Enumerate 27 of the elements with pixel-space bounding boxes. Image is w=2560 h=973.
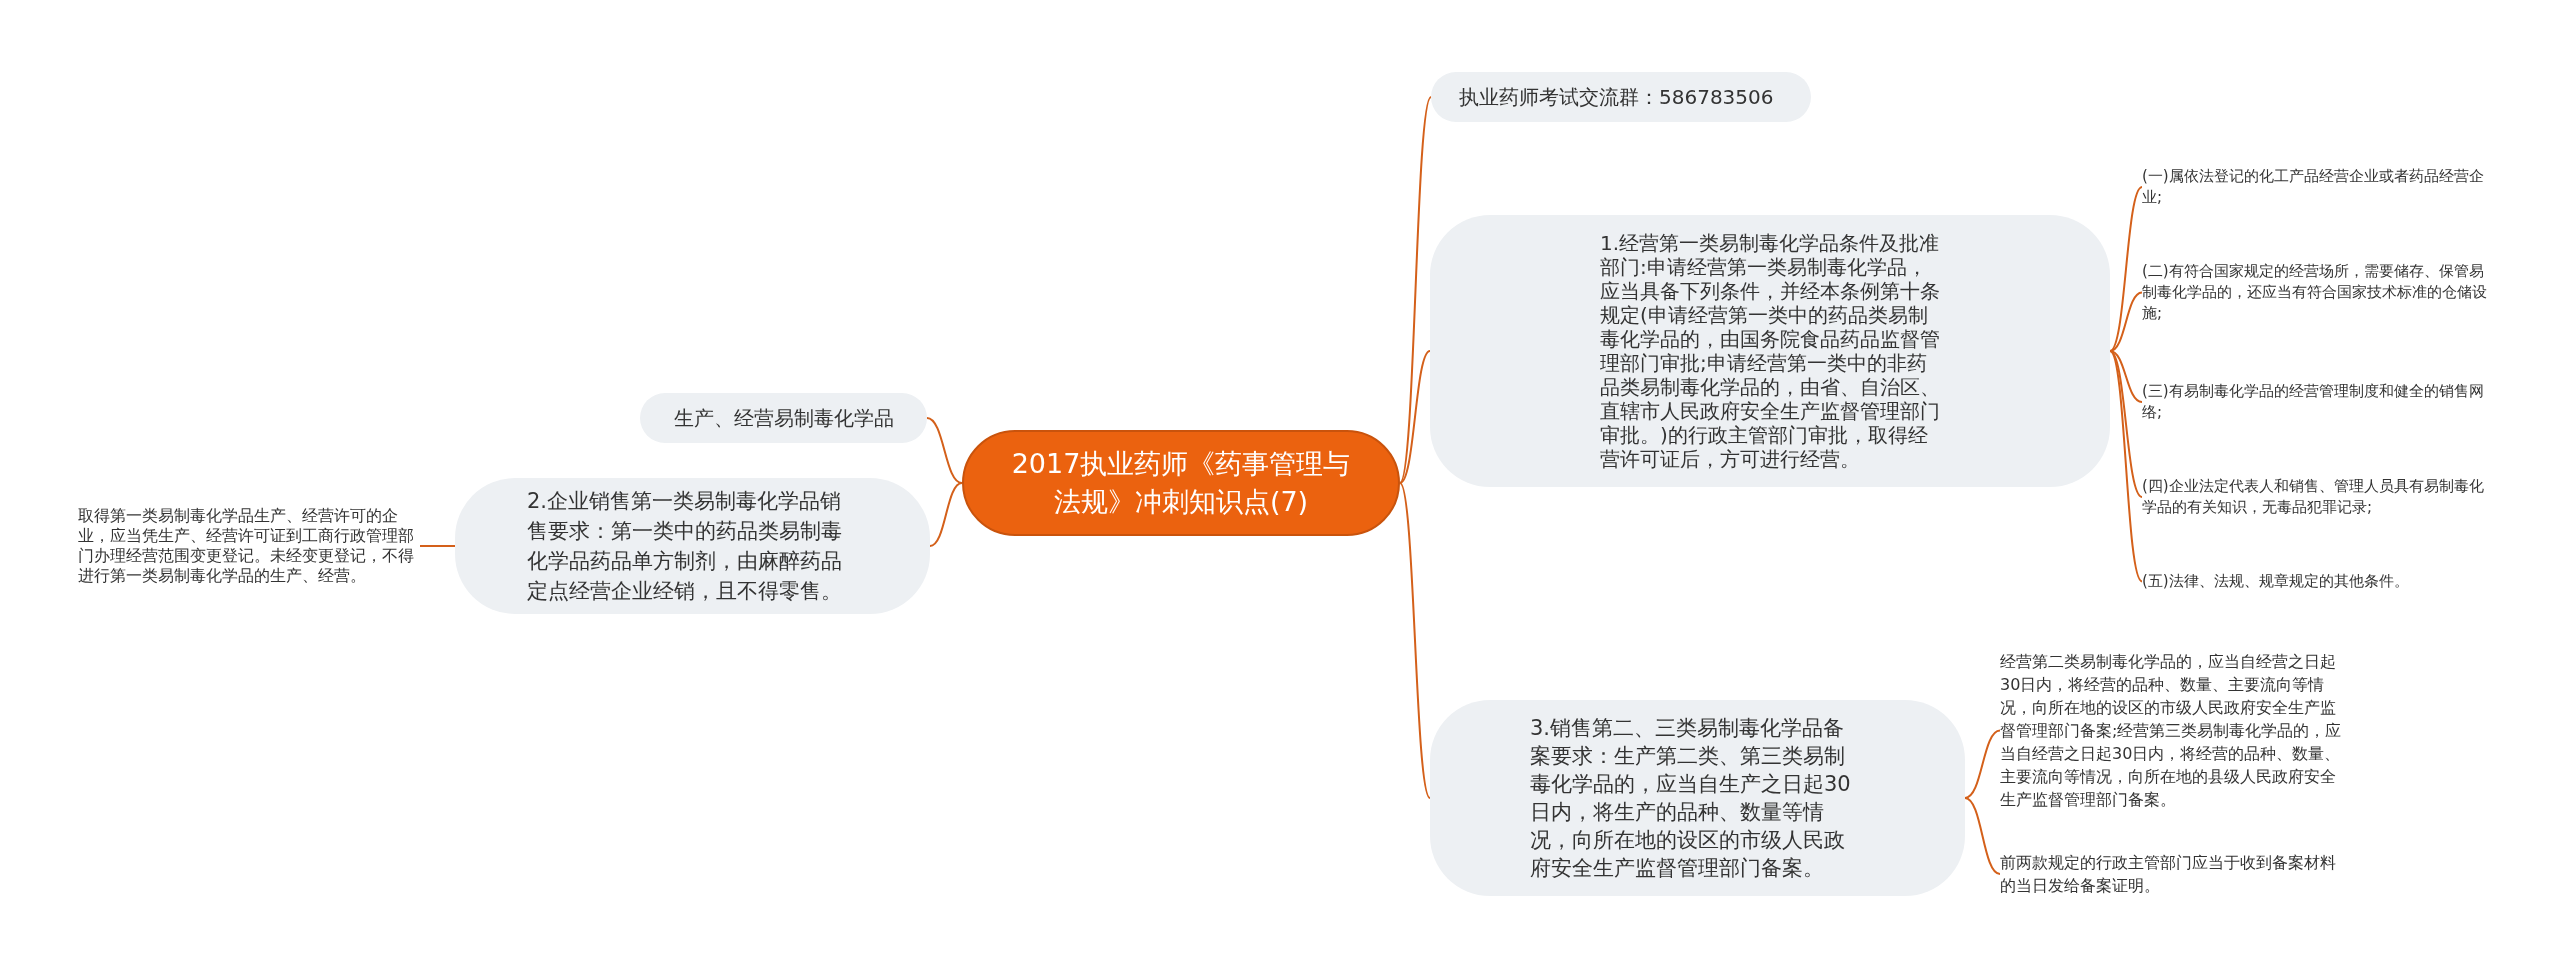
note-text: (二)有符合国家规定的经营场所，需要储存、保管易制毒化学品的，还应当有符合国家技术标准的仓储设施; — [2142, 261, 2492, 324]
note-text: (四)企业法定代表人和销售、管理人员具有易制毒化学品的有关知识，无毒品犯罪记录; — [2142, 476, 2492, 518]
note-text: 前两款规定的行政主管部门应当于收到备案材料的当日发给备案证明。 — [2000, 851, 2345, 897]
topic-bubble: 执业药师考试交流群：586783506 — [1431, 72, 1811, 122]
central-topic: 2017执业药师《药事管理与法规》冲刺知识点(7) — [962, 430, 1400, 536]
note-text: (一)属依法登记的化工产品经营企业或者药品经营企业; — [2142, 166, 2492, 208]
topic-bubble: 生产、经营易制毒化学品 — [640, 393, 927, 443]
connector-line — [2109, 350, 2143, 498]
connector-line — [1964, 797, 2001, 875]
connector-line — [2109, 350, 2143, 583]
note-text: 经营第二类易制毒化学品的，应当自经营之日起30日内，将经营的品种、数量、主要流向等情况，向所在地的设区的市级人民政府安全生产监督管理部门备案;经营第三类易制毒化学品的，应当自经营之日起30日内，将经营的品种、数量、主要流向等情况，向所在地的县级人民政府安全生产监督管理部门备案。 — [2000, 650, 2345, 811]
connector-line — [926, 417, 963, 484]
note-text: 取得第一类易制毒化学品生产、经营许可的企业，应当凭生产、经营许可证到工商行政管理部门办理经营范围变更登记。未经变更登记，不得进行第一类易制毒化学品的生产、经营。 — [78, 506, 420, 586]
connector-line — [2109, 291, 2143, 352]
connector-line — [2109, 186, 2143, 352]
connector-line — [1964, 729, 2001, 799]
note-text: (五)法律、法规、规章规定的其他条件。 — [2142, 571, 2492, 592]
topic-bubble: 2.企业销售第一类易制毒化学品销售要求：第一类中的药品类易制毒化学品药品单方制剂，由麻醉药品定点经营企业经销，且不得零售。 — [455, 478, 930, 614]
connector-line — [1399, 350, 1431, 484]
topic-bubble: 1.经营第一类易制毒化学品条件及批准部门:申请经营第一类易制毒化学品，应当具备下列条件，并经本条例第十条规定(申请经营第一类中的药品类易制毒化学品的，由国务院食品药品监督管理部门审批;申请经营第一类中的非药品类易制毒化学品的，由省、自治区、直辖市人民政府安全生产监督管理部门审批。)的行政主管部门审批，取得经营许可证后，方可进行经营。 — [1430, 215, 2110, 487]
topic-bubble: 3.销售第二、三类易制毒化学品备案要求：生产第二类、第三类易制毒化学品的，应当自生产之日起30日内，将生产的品种、数量等情况，向所在地的设区的市级人民政府安全生产监督管理部门备案。 — [1430, 700, 1965, 896]
connector-line — [2109, 350, 2143, 403]
connector-line — [419, 545, 456, 547]
connector-line — [1399, 482, 1431, 799]
connector-line — [1399, 96, 1432, 484]
connector-line — [929, 482, 963, 547]
note-text: (三)有易制毒化学品的经营管理制度和健全的销售网络; — [2142, 381, 2492, 423]
